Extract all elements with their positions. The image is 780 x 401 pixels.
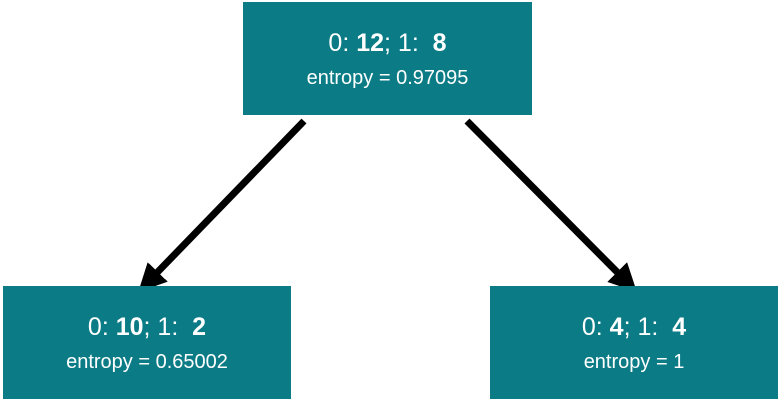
left-class0-count: 10 [115, 312, 144, 341]
right-child-node: 0: 4; 1: 4 entropy = 1 [490, 286, 778, 399]
right-class1-prefix: ; 1: [623, 312, 673, 341]
edge-root-to-right [464, 118, 637, 292]
root-class1-prefix: ; 1: [384, 28, 433, 57]
right-class-counts: 0: 4; 1: 4 [582, 312, 686, 342]
right-class0-count: 4 [609, 312, 624, 341]
root-class0-prefix: 0: [328, 28, 357, 57]
root-class-counts: 0: 12; 1: 8 [328, 28, 446, 58]
left-class0-prefix: 0: [87, 312, 116, 341]
left-class-counts: 0: 10; 1: 2 [88, 312, 206, 342]
right-entropy: entropy = 1 [583, 350, 685, 373]
root-entropy: entropy = 0.97095 [306, 66, 469, 89]
left-entropy: entropy = 0.65002 [66, 350, 228, 373]
right-class0-prefix: 0: [581, 312, 610, 341]
root-class0-count: 12 [356, 28, 385, 57]
root-class1-count: 8 [432, 28, 447, 57]
right-class1-count: 4 [672, 312, 687, 341]
left-class1-count: 2 [192, 312, 207, 341]
left-class1-prefix: ; 1: [143, 312, 193, 341]
edge-root-to-left [138, 118, 307, 293]
root-node: 0: 12; 1: 8 entropy = 0.97095 [243, 2, 532, 115]
left-child-node: 0: 10; 1: 2 entropy = 0.65002 [3, 286, 291, 399]
